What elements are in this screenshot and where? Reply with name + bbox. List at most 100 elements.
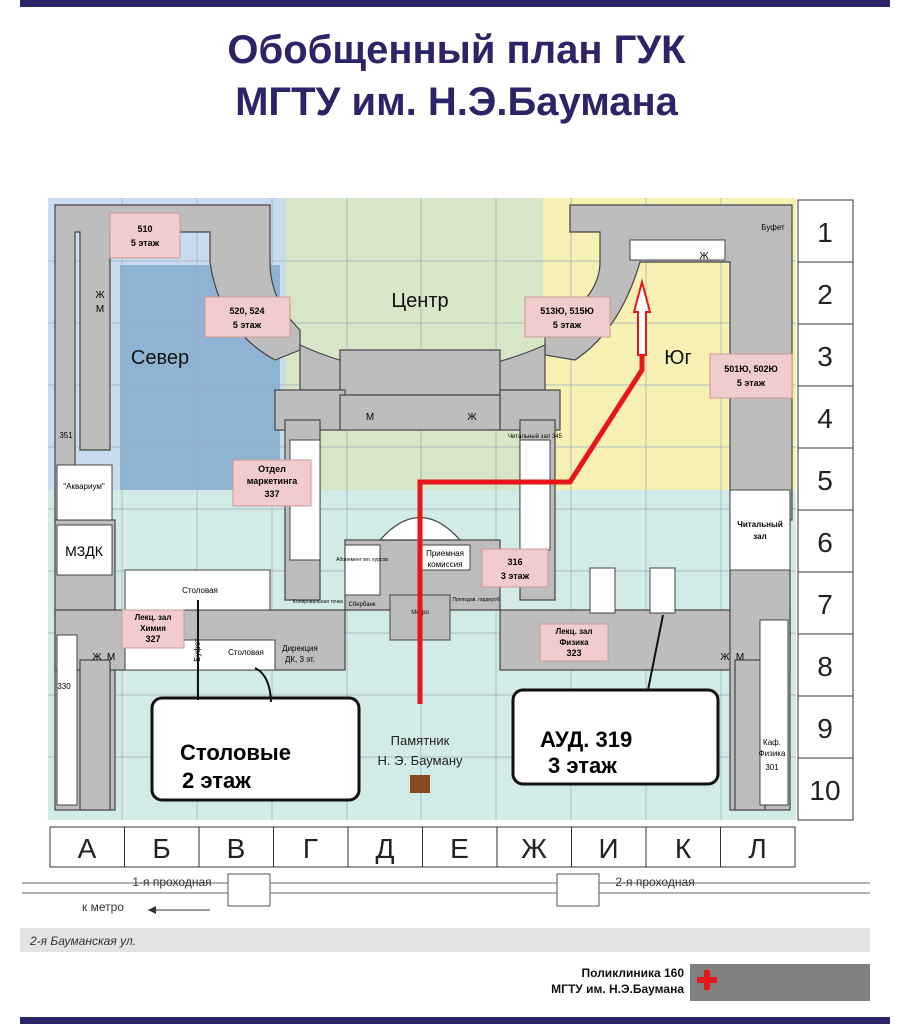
restroom-south-zh: Ж <box>699 251 709 262</box>
route-arrow <box>632 278 652 356</box>
svg-text:501Ю, 502Ю: 501Ю, 502Ю <box>724 364 778 374</box>
red-cross-icon <box>697 970 717 990</box>
monument-label-2: Н. Э. Бауману <box>378 753 463 768</box>
column-label-box <box>198 826 274 868</box>
to-metro-arrowhead <box>148 906 156 914</box>
canteen-pointer-2 <box>254 667 272 703</box>
canteens-callout: Столовые 2 этаж <box>150 696 361 802</box>
room-351-label: 351 <box>59 431 73 440</box>
column-label-box <box>720 826 796 868</box>
lecture-hall-physics-box: Лекц. зал Физика 323 <box>539 623 609 662</box>
monument-label-1: Памятник <box>391 733 450 748</box>
column-label: В <box>227 833 246 864</box>
canteen2-label: Столовая <box>228 648 264 657</box>
row-label: 7 <box>817 589 833 620</box>
column-label: А <box>78 833 97 864</box>
svg-text:5 этаж: 5 этаж <box>737 378 766 388</box>
clinic-label-1: Поликлиника 160 <box>582 966 685 980</box>
row-label: 10 <box>809 775 840 806</box>
row-label-box <box>797 199 854 263</box>
column-label: Г <box>303 833 318 864</box>
column-label-box <box>571 826 647 868</box>
row-label: 3 <box>817 341 833 372</box>
directorate-label-2: ДК, 3 эт. <box>285 655 315 664</box>
room-520-524-box: 520, 524 5 этаж <box>204 296 291 338</box>
restroom-left-m: М <box>107 652 115 663</box>
svg-text:513Ю, 515Ю: 513Ю, 515Ю <box>540 306 594 316</box>
svg-text:5 этаж: 5 этаж <box>553 320 582 330</box>
row-label-box <box>797 695 854 759</box>
room-513-515-box: 513Ю, 515Ю 5 этаж <box>524 296 611 338</box>
svg-text:5 этаж: 5 этаж <box>131 238 160 248</box>
row-label-box <box>797 323 854 387</box>
entrance1-label: 1-я проходная <box>132 875 211 889</box>
sberbank-label: Сбербанк <box>349 602 376 608</box>
restroom-center-zh: Ж <box>467 412 477 423</box>
canteen1-label: Столовая <box>182 586 218 595</box>
column-label: Ж <box>521 833 547 864</box>
svg-text:323: 323 <box>566 648 581 658</box>
column-label: Е <box>450 833 469 864</box>
mzdk-label: МЗДК <box>65 543 104 559</box>
auditorium-callout: АУД. 319 3 этаж <box>511 688 720 786</box>
svg-text:АУД. 319: АУД. 319 <box>540 727 632 752</box>
svg-text:3 этаж: 3 этаж <box>548 753 617 778</box>
admissions-label-2: комиссия <box>428 560 463 569</box>
svg-text:3 этаж: 3 этаж <box>501 571 530 581</box>
svg-text:5 этаж: 5 этаж <box>233 320 262 330</box>
svg-text:520, 524: 520, 524 <box>229 306 264 316</box>
column-label-box <box>124 826 200 868</box>
room-330-label: 330 <box>57 682 71 691</box>
room-501-502-box: 501Ю, 502Ю 5 этаж <box>709 353 793 399</box>
restroom-right-m: М <box>736 652 744 663</box>
directorate-label-1: Дирекция <box>282 644 318 653</box>
copy-center-label: Копировальная точка <box>293 599 343 605</box>
room-301-label-2: Физика <box>759 749 786 758</box>
svg-text:Лекц. зал: Лекц. зал <box>135 613 172 622</box>
restroom-right-zh: Ж <box>720 652 730 663</box>
row-label: 5 <box>817 465 833 496</box>
room-301-label-3: 301 <box>765 763 779 772</box>
marketing-dept-box: Отдел маркетинга 337 <box>232 459 312 507</box>
page-title-line2: МГТУ им. Н.Э.Баумана <box>235 80 678 124</box>
restroom-m-label-2: М <box>96 304 104 315</box>
room-316-box: 316 3 этаж <box>481 548 549 588</box>
svg-text:Отдел: Отдел <box>258 464 286 474</box>
row-label: 2 <box>817 279 833 310</box>
subscription-label: Абонемент мл. курсов <box>336 557 388 563</box>
row-label: 1 <box>817 217 833 248</box>
row-label-box <box>797 447 854 511</box>
reading-room-label-2: зал <box>753 532 766 541</box>
row-label-box <box>797 571 854 635</box>
svg-text:Столовые: Столовые <box>180 740 291 765</box>
row-label: 6 <box>817 527 833 558</box>
row-label: 9 <box>817 713 833 744</box>
row-label: 8 <box>817 651 833 682</box>
zone-north-label: Север <box>131 347 189 369</box>
aquarium-label: "Аквариум" <box>63 482 105 491</box>
admissions-label-1: Приемная <box>426 549 464 558</box>
room-301-label-1: Каф. <box>763 738 781 747</box>
lecture-hall-chemistry-box: Лекц. зал Химия 327 <box>121 609 185 649</box>
column-label: К <box>675 833 692 864</box>
bottom-border <box>20 1017 890 1024</box>
row-label-box <box>797 757 854 821</box>
column-label: Б <box>152 833 170 864</box>
column-label-box <box>422 826 498 868</box>
column-label: Д <box>376 833 395 864</box>
reading-hall-345-label: Читальный зал 345 <box>508 433 563 440</box>
clinic-building <box>690 964 870 1001</box>
zone-south-label: Юг <box>664 347 692 369</box>
street-name: 2-я Бауманская ул. <box>29 934 136 948</box>
wardrobe-label: Преподав. гардероб <box>453 597 500 603</box>
restroom-center-m: М <box>366 412 374 423</box>
column-label-box <box>645 826 721 868</box>
svg-text:Химия: Химия <box>140 624 166 633</box>
room-510-box: 510 5 этаж <box>109 212 181 259</box>
svg-text:Лекц. зал: Лекц. зал <box>556 627 593 636</box>
svg-text:2 этаж: 2 этаж <box>182 768 251 793</box>
svg-text:316: 316 <box>507 557 522 567</box>
svg-text:Физика: Физика <box>559 638 589 647</box>
reading-room-label-1: Читальный <box>737 520 783 529</box>
